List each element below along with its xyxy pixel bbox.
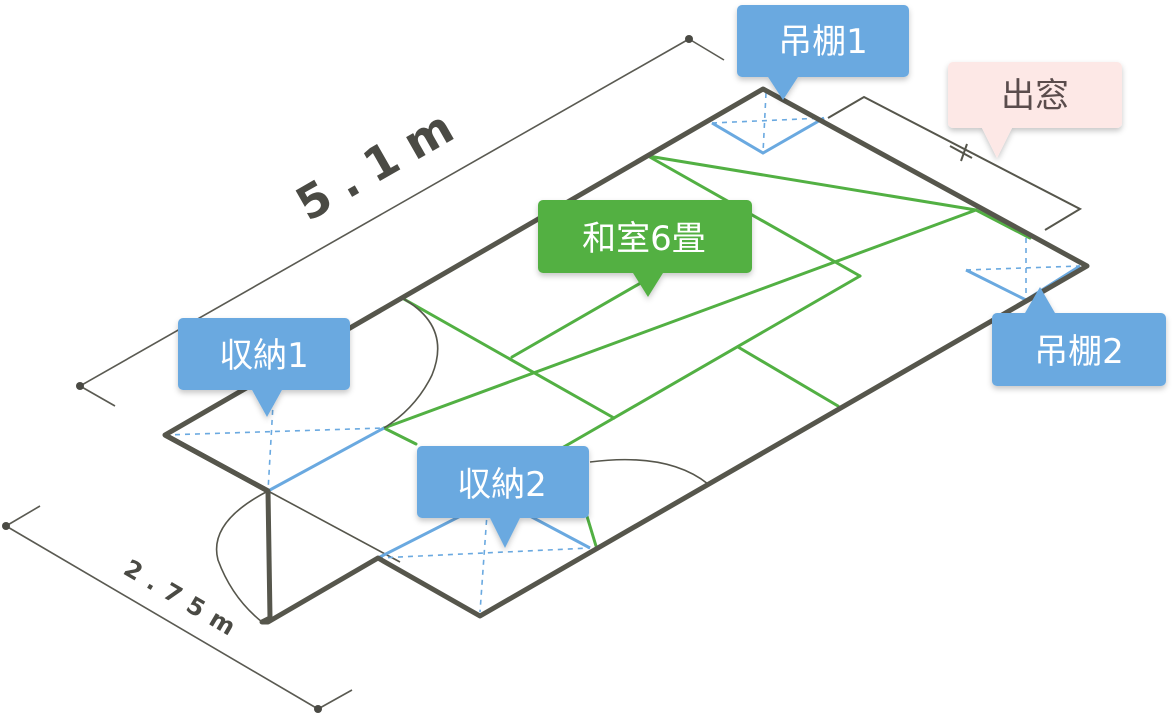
tag-hanging-shelf-1-label: 吊棚1 — [778, 22, 868, 62]
floor-inner-lines — [267, 490, 401, 563]
width-dimension-line — [5, 505, 353, 710]
tag-hanging-shelf-1 — [737, 5, 909, 100]
length-dimension-label: 5.1m — [287, 93, 475, 232]
tag-bay-window-label: 出窓 — [1001, 76, 1069, 116]
tag-room-label: 和室6畳 — [582, 219, 706, 259]
tag-bay-window — [948, 62, 1122, 158]
door-swings — [215, 297, 709, 623]
tag-storage-2 — [417, 446, 589, 548]
width-dimension-end-dot — [314, 705, 322, 713]
tag-storage-1 — [178, 318, 350, 417]
tag-hanging-shelf-2 — [992, 287, 1166, 386]
tag-hanging-shelf-2-label: 吊棚2 — [1034, 332, 1124, 372]
bay-window-outline — [827, 95, 1083, 231]
room-outer-wall — [162, 86, 1090, 625]
length-dimension-start-dot — [76, 382, 84, 390]
tag-storage-1-label: 収納1 — [219, 336, 309, 376]
room-wall-segment — [163, 432, 270, 494]
length-dimension-end-dot — [685, 35, 693, 43]
tag-storage-2-label: 収納2 — [457, 465, 547, 505]
tatami-lines — [382, 154, 1032, 548]
tag-room — [538, 200, 752, 297]
width-dimension-label: 2.75m — [119, 554, 249, 646]
width-dimension-start-dot — [2, 522, 10, 530]
